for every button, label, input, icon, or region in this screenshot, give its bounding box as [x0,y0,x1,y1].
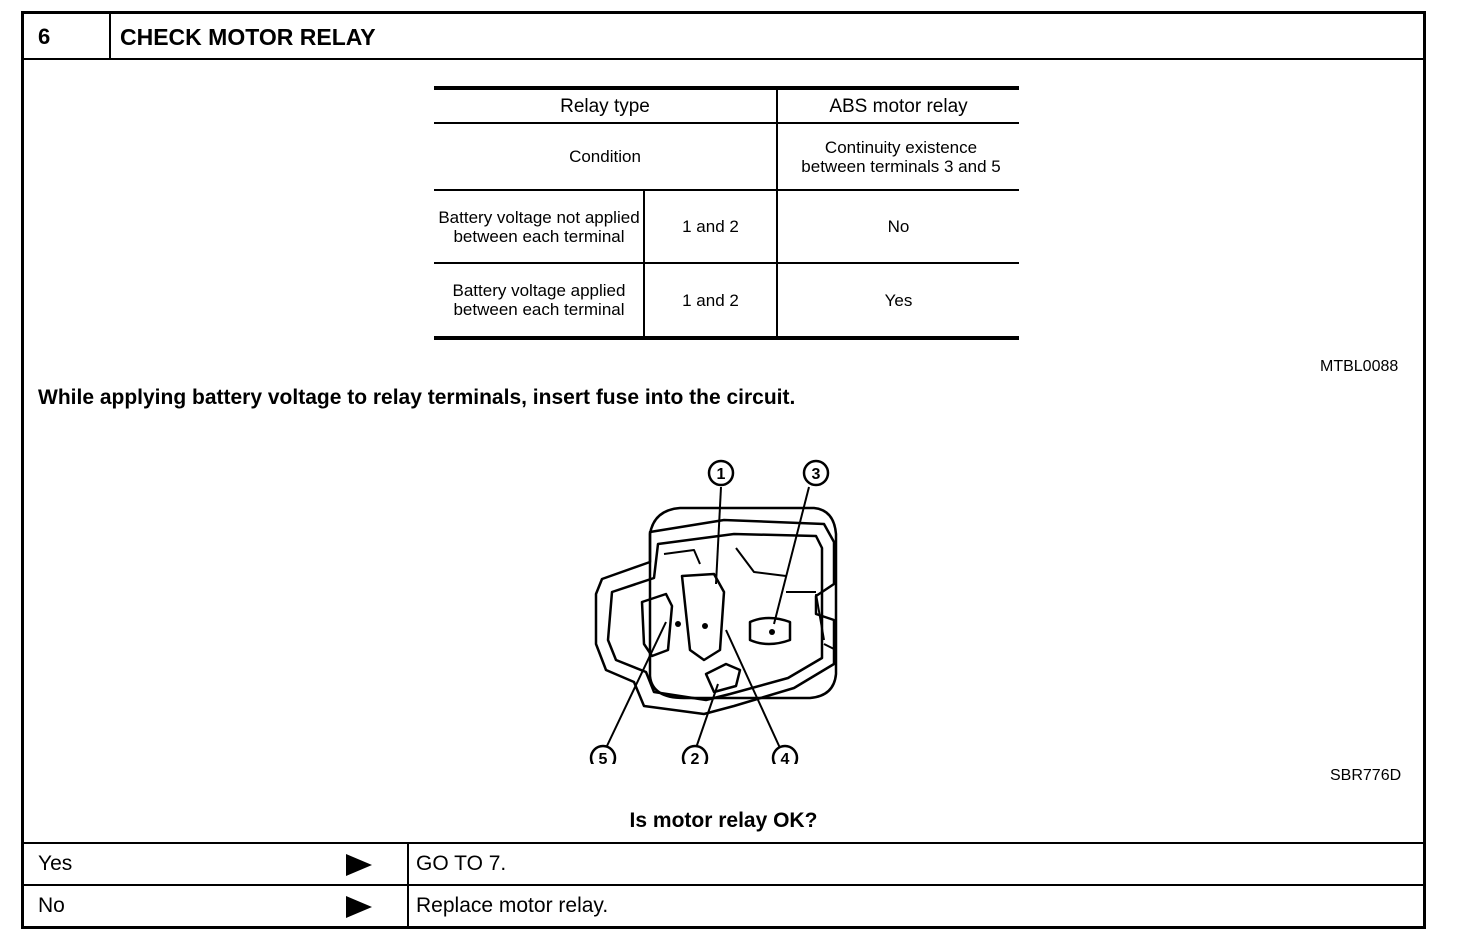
terminal-3-label: 3 [812,466,821,483]
answer-yes-label: Yes [38,852,73,875]
row1-result: No [887,217,910,236]
terminal-2-callout [681,744,709,764]
step-number: 6 [24,14,111,58]
row2-terminals: 1 and 2 [682,290,739,310]
terminal-4-label: 4 [781,751,790,764]
table-divider [643,190,645,340]
terminal-blade-5 [640,592,674,658]
answer-no-label: No [38,894,65,917]
step-title: CHECK MOTOR RELAY [120,24,376,50]
table-ref-code: MTBL0088 [1320,358,1399,375]
answer-yes-action: GO TO 7. [416,852,507,875]
terminal-1-label: 1 [717,466,726,483]
arrow-right-icon [346,896,372,918]
table-rule [434,189,1019,191]
answer-no-action: Replace motor relay. [416,894,609,917]
table-rule-bottom [434,336,1019,340]
row2-condition: Battery voltage applied between each ter… [452,281,626,319]
table-rule [434,262,1019,264]
terminal-5-label: 5 [599,751,608,764]
terminal-blade-1 [680,572,726,662]
row2-result: Yes [884,290,913,310]
procedure-frame: 6 CHECK MOTOR RELAY Relay type ABS motor… [21,11,1426,929]
answer-row-no: No Replace motor relay. [24,884,1423,929]
relay-body-inner [606,532,824,702]
terminal-5-callout [589,744,617,764]
figure-ref-code: SBR776D [1330,767,1402,784]
relay-housing [648,506,838,700]
terminal-3-callout [802,459,830,487]
relay-body-outer [594,518,836,716]
condition-header: Condition [569,147,641,166]
instruction-text: While applying battery voltage to relay … [38,386,796,409]
terminal-1-callout [707,459,735,487]
terminal-blade-2 [704,662,742,694]
terminal-blade-3 [748,616,792,646]
answer-row-yes: Yes GO TO 7. [24,842,1423,884]
step-header: 6 CHECK MOTOR RELAY [24,14,1423,60]
check-question: Is motor relay OK? [629,809,818,832]
table-divider [776,86,778,340]
relay-type-header: Relay type [560,95,650,117]
relay-table: Relay type ABS motor relay Condition Con… [434,86,1019,342]
abs-motor-relay-header: ABS motor relay [829,95,968,117]
row1-terminals: 1 and 2 [682,217,739,236]
table-rule [434,122,1019,124]
terminal-2-label: 2 [691,751,700,764]
terminal-4-callout [771,744,799,764]
row1-condition: Battery voltage not applied between each… [438,207,640,246]
continuity-header: Continuity existence between terminals 3… [801,137,1001,176]
table-rule-top [434,86,1019,90]
arrow-right-icon [346,854,372,876]
relay-diagram: 1 3 5 2 4 [554,444,854,764]
